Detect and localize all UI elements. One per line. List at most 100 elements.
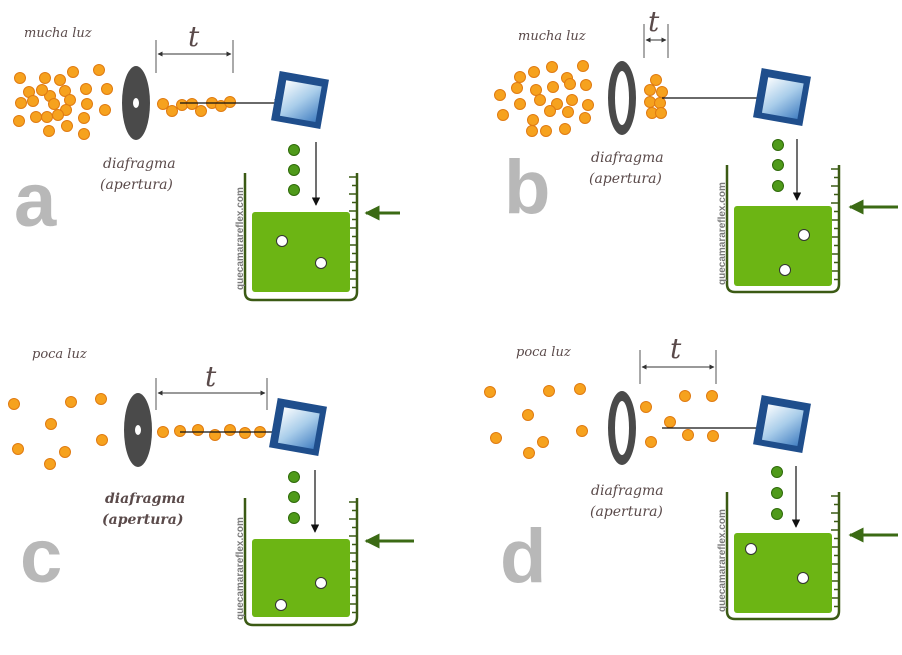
- panel-letter: c: [20, 514, 62, 599]
- photon: [54, 74, 66, 86]
- time-span: [643, 24, 669, 58]
- photon: [490, 432, 502, 444]
- aperture-label: (apertura): [100, 177, 173, 193]
- photon: [61, 120, 73, 132]
- photon: [562, 106, 574, 118]
- diaphragm: [122, 66, 150, 140]
- photon: [15, 97, 27, 109]
- watermark: quecamarareflex.com: [717, 182, 728, 285]
- photon: [551, 98, 563, 110]
- diaphragm-label: diafragma: [591, 150, 664, 166]
- photon: [52, 109, 64, 121]
- photon: [30, 111, 42, 123]
- photon: [59, 85, 71, 97]
- photon: [157, 98, 169, 110]
- photon: [543, 385, 555, 397]
- photon: [99, 104, 111, 116]
- bucket-outline: [725, 165, 841, 294]
- photon: [656, 86, 668, 98]
- photon: [195, 105, 207, 117]
- panel-letter: b: [504, 145, 550, 230]
- photon: [579, 112, 591, 124]
- bucket-outline: [243, 173, 359, 302]
- photon: [157, 426, 169, 438]
- electron-drops: [288, 144, 300, 196]
- panel-a: mucha luz a diafragma (apertura) t: [13, 20, 400, 302]
- photon: [511, 82, 523, 94]
- diaphragm: [608, 391, 636, 465]
- photon: [166, 105, 178, 117]
- photon: [39, 72, 51, 84]
- photon: [582, 99, 594, 111]
- photon: [537, 436, 549, 448]
- photon: [576, 425, 588, 437]
- time-span: [639, 350, 717, 384]
- sensor: [753, 68, 811, 126]
- watermark: quecamarareflex.com: [717, 509, 728, 612]
- photon: [78, 112, 90, 124]
- aperture-label: (apertura): [590, 504, 663, 520]
- photon: [8, 398, 20, 410]
- photon: [528, 66, 540, 78]
- light-label: mucha luz: [518, 29, 586, 44]
- photon: [176, 99, 188, 111]
- photon: [566, 94, 578, 106]
- photon-stream: [157, 96, 236, 117]
- photon: [706, 390, 718, 402]
- photon: [13, 115, 25, 127]
- aperture-label: (apertura): [589, 171, 662, 187]
- photon: [239, 427, 251, 439]
- panel-c: poca luz c diafragma (apertura) t: [8, 347, 414, 627]
- photon: [655, 107, 667, 119]
- diaphragm-label: diafragma: [591, 483, 664, 499]
- photon: [64, 94, 76, 106]
- photon-stream: [644, 74, 668, 119]
- photon: [645, 436, 657, 448]
- photon: [43, 125, 55, 137]
- bucket: [725, 165, 841, 294]
- diaphragm: [124, 393, 152, 467]
- bucket-liquid: [252, 212, 350, 292]
- photon: [48, 98, 60, 110]
- photon: [644, 96, 656, 108]
- photon: [580, 79, 592, 91]
- electron-drops: [288, 471, 300, 524]
- photon: [67, 66, 79, 78]
- time-span: [155, 378, 268, 410]
- photon: [95, 393, 107, 405]
- bucket-outline: [725, 492, 841, 621]
- bucket: [725, 492, 841, 621]
- diaphragm-label: diafragma: [103, 156, 176, 172]
- photon: [44, 458, 56, 470]
- photon: [224, 424, 236, 436]
- photon: [484, 386, 496, 398]
- photon: [522, 409, 534, 421]
- photon-cloud: [13, 64, 113, 140]
- photon-stream: [640, 390, 719, 448]
- photon: [27, 95, 39, 107]
- sensor: [271, 71, 329, 129]
- photon: [96, 434, 108, 446]
- panel-letter: a: [14, 158, 57, 243]
- light-label: poca luz: [32, 347, 87, 362]
- watermark: quecamarareflex.com: [235, 517, 246, 620]
- panel-d: poca luz d diafragma (apertura) t: [484, 332, 898, 621]
- photon: [559, 123, 571, 135]
- bucket: [243, 173, 359, 302]
- diaphragm-label: diafragma: [105, 491, 185, 507]
- photon: [12, 443, 24, 455]
- panel-letter: d: [500, 514, 546, 599]
- light-label: poca luz: [516, 345, 571, 360]
- photon: [664, 416, 676, 428]
- photon: [41, 111, 53, 123]
- photon: [577, 60, 589, 72]
- photon: [14, 72, 26, 84]
- photon: [174, 425, 186, 437]
- photon: [679, 390, 691, 402]
- photon: [534, 94, 546, 106]
- photon: [540, 125, 552, 137]
- photon: [530, 84, 542, 96]
- photon-cloud: [484, 383, 588, 459]
- photon: [494, 89, 506, 101]
